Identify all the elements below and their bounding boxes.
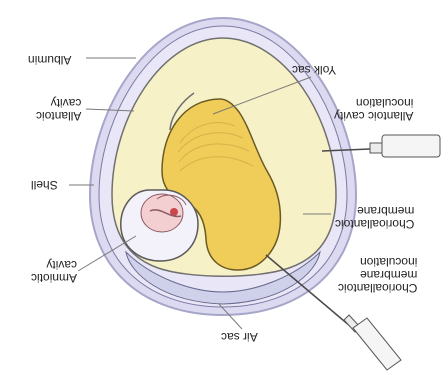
label-yolk-sac: Yolk sac: [292, 63, 336, 76]
label-amniotic-cavity: Amniotic cavity: [31, 258, 77, 284]
label-amniotic-cavity-line-2: cavity: [31, 258, 77, 271]
label-chorioallantoic-membrane-inoculation-line-3: inoculation: [338, 255, 417, 268]
syringe-allantoic-hub: [370, 143, 382, 153]
label-chorioallantoic-membrane-line-1: Chorioallantoic: [335, 217, 414, 230]
label-chorioallantoic-membrane-inoculation-line-2: membrane: [338, 268, 417, 281]
label-chorioallantoic-membrane-line-2: membrane: [335, 204, 414, 217]
label-chorioallantoic-membrane-inoculation: Chorioallantoic membrane inoculation: [338, 255, 417, 294]
label-shell-text: Shell: [31, 178, 58, 191]
syringe-allantoic-barrel: [382, 135, 440, 157]
label-chorioallantoic-membrane-inoculation-line-1: Chorioallantoic: [338, 281, 417, 294]
label-allantoic-cavity-inoculation-line-1: Allantoic cavity: [334, 109, 413, 122]
label-shell: Shell: [31, 178, 58, 191]
label-albumin-text: Albumin: [28, 53, 71, 66]
label-air-sac-text: Air sac: [221, 330, 258, 343]
label-amniotic-cavity-line-1: Amniotic: [31, 271, 77, 284]
syringe-cam-barrel: [353, 318, 401, 370]
label-allantoic-cavity-inoculation: Allantoic cavity inoculation: [334, 96, 413, 122]
label-allantoic-cavity-inoculation-line-2: inoculation: [334, 96, 413, 109]
label-allantoic-cavity: Allantoic cavity: [36, 96, 81, 122]
label-albumin: Albumin: [28, 53, 71, 66]
label-air-sac: Air sac: [221, 330, 258, 343]
label-allantoic-cavity-line-2: cavity: [36, 96, 81, 109]
label-allantoic-cavity-line-1: Allantoic: [36, 109, 81, 122]
label-yolk-sac-text: Yolk sac: [292, 63, 336, 76]
label-chorioallantoic-membrane: Chorioallantoic membrane: [335, 204, 414, 230]
